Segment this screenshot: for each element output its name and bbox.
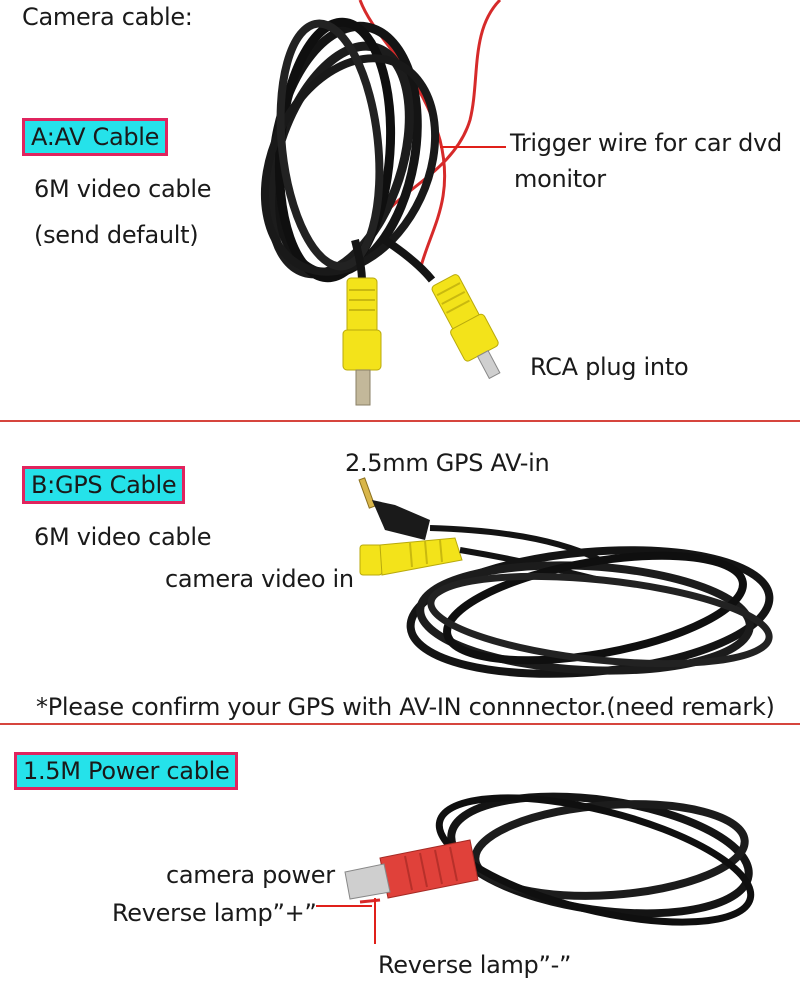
av-cable-default-note: (send default) — [34, 221, 199, 249]
page-title: Camera cable: — [22, 3, 193, 31]
reverse-lamp-minus-label: Reverse lamp”-” — [378, 951, 572, 979]
section-divider-2 — [0, 723, 800, 725]
camera-power-label: camera power — [166, 861, 335, 889]
camera-video-in-label: camera video in — [165, 565, 354, 593]
av-cable-coil-image — [260, 0, 502, 406]
lamp-minus-pointer-line — [374, 898, 376, 944]
reverse-lamp-plus-label: Reverse lamp”+” — [112, 899, 317, 927]
gps-confirm-note: *Please confirm your GPS with AV-IN conn… — [36, 694, 775, 720]
gps-cable-description: 6M video cable — [34, 523, 212, 551]
trigger-wire-label: Trigger wire for car dvd — [510, 129, 782, 157]
rca-plug-label: RCA plug into — [530, 353, 689, 381]
gps-remark-text: (need remark) — [606, 693, 775, 721]
power-cable-image — [344, 792, 755, 926]
lamp-plus-pointer-line — [316, 905, 372, 907]
trigger-pointer-line — [440, 146, 506, 148]
gps-cable-badge: B:GPS Cable — [22, 466, 186, 504]
gps-cable-coil-image — [358, 477, 774, 678]
trigger-wire-label-cont: monitor — [514, 165, 606, 193]
gps-jack-label: 2.5mm GPS AV-in — [345, 449, 550, 477]
gps-confirm-text: *Please confirm your GPS with AV-IN conn… — [36, 693, 607, 721]
av-cable-badge: A:AV Cable — [22, 118, 169, 156]
av-cable-description: 6M video cable — [34, 175, 212, 203]
section-divider-1 — [0, 420, 800, 422]
power-cable-badge: 1.5M Power cable — [14, 752, 239, 790]
